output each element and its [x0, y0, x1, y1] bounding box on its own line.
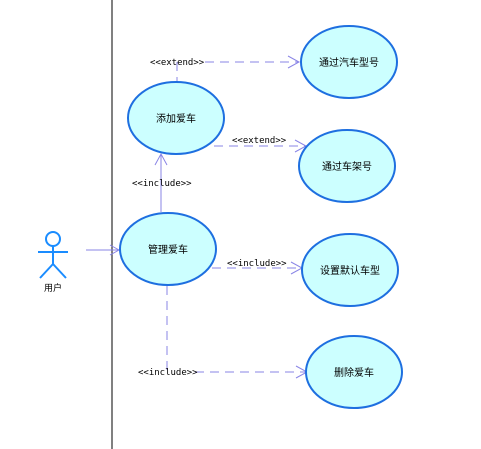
actor-user[interactable]: 用户 [38, 231, 68, 294]
association-user-manage [86, 244, 121, 256]
use-case-label: 管理爱车 [148, 243, 188, 256]
actor-label: 用户 [44, 282, 62, 294]
include-label-delete: <<include>> [138, 368, 198, 378]
include-connector-delete: <<include>> [138, 286, 309, 379]
use-case-delete-car[interactable]: 删除爱车 [305, 335, 403, 409]
include-label-default: <<include>> [227, 259, 287, 269]
include-connector-default: <<include>> [212, 259, 304, 275]
use-case-label: 设置默认车型 [320, 264, 380, 277]
use-case-label: 添加爱车 [156, 112, 196, 125]
use-case-by-model[interactable]: 通过汽车型号 [300, 25, 398, 99]
use-case-add-car[interactable]: 添加爱车 [127, 81, 225, 155]
use-case-label: 通过车架号 [322, 160, 372, 173]
extend-connector-model: <<extend>> [150, 55, 301, 82]
use-case-by-frame[interactable]: 通过车架号 [298, 129, 396, 203]
extend-label-frame: <<extend>> [232, 136, 287, 146]
include-connector-add: <<include>> [132, 152, 192, 212]
extend-connector-frame: <<extend>> [214, 136, 308, 153]
use-case-label: 通过汽车型号 [319, 56, 379, 69]
use-case-label: 删除爱车 [334, 366, 374, 379]
extend-label-model: <<extend>> [150, 58, 205, 68]
include-label-add: <<include>> [132, 179, 192, 189]
use-case-manage-car[interactable]: 管理爱车 [119, 212, 217, 286]
use-case-set-default[interactable]: 设置默认车型 [301, 233, 399, 307]
stick-figure-actor-icon [38, 231, 68, 279]
